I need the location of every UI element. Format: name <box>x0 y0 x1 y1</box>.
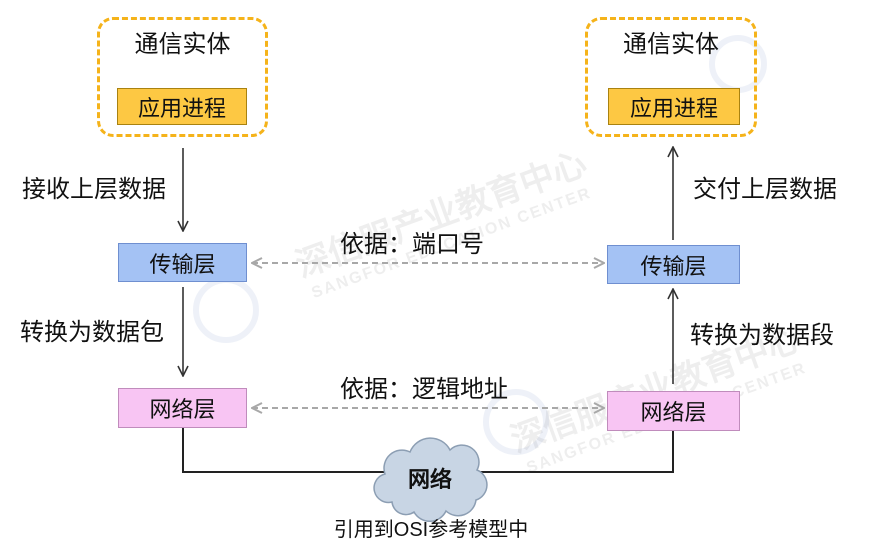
label-network-peer: 依据：逻辑地址 <box>340 376 508 403</box>
left-entity-box <box>97 17 268 137</box>
link-left-to-cloud <box>182 428 386 473</box>
right-entity-box <box>585 17 757 137</box>
diagram-caption: 引用到OSI参考模型中 <box>333 519 529 541</box>
left-network-layer: 网络层 <box>118 388 247 428</box>
network-cloud <box>373 437 488 523</box>
cloud-label: 网络 <box>407 467 452 492</box>
watermark-logo <box>483 389 549 455</box>
link-cloud-to-right <box>477 431 674 473</box>
label-left-packet: 转换为数据包 <box>20 319 164 346</box>
left-entity-title: 通信实体 <box>134 31 231 58</box>
right-app-process: 应用进程 <box>608 88 740 125</box>
watermark-logo <box>193 277 259 343</box>
label-right-segment: 转换为数据段 <box>690 322 834 349</box>
right-entity-title: 通信实体 <box>623 31 719 58</box>
label-transport-peer: 依据：端口号 <box>340 231 484 258</box>
right-network-layer: 网络层 <box>607 391 740 431</box>
left-app-process: 应用进程 <box>117 88 247 125</box>
right-transport-layer: 传输层 <box>607 245 740 284</box>
label-left-receive: 接收上层数据 <box>22 176 166 203</box>
label-right-deliver: 交付上层数据 <box>693 176 837 203</box>
left-transport-layer: 传输层 <box>118 243 247 282</box>
